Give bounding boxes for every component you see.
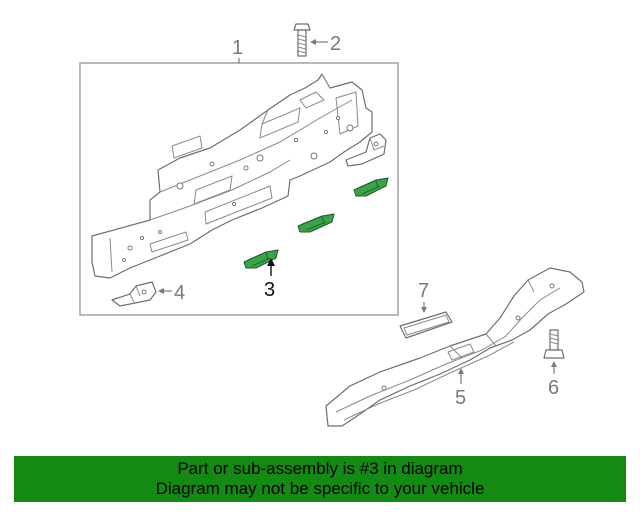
callout-6[interactable]: 6 bbox=[548, 377, 559, 399]
callout-4[interactable]: 4 bbox=[174, 282, 185, 304]
part-3-bracket-b[interactable] bbox=[297, 213, 335, 233]
part-4-bracket[interactable] bbox=[111, 281, 157, 307]
leader-6-arrow bbox=[551, 361, 557, 367]
info-banner: Part or sub-assembly is #3 in diagram Di… bbox=[14, 456, 626, 502]
part-7-pad[interactable] bbox=[399, 311, 453, 339]
leader-2-arrow bbox=[310, 39, 316, 45]
banner-line-1: Part or sub-assembly is #3 in diagram bbox=[177, 459, 463, 478]
side-bracket[interactable] bbox=[345, 133, 387, 167]
part-1-rear-panel[interactable] bbox=[91, 73, 373, 279]
part-2-bolt[interactable] bbox=[293, 23, 311, 57]
part-5-reinforcement[interactable] bbox=[325, 267, 585, 427]
callout-3[interactable]: 3 bbox=[264, 279, 275, 301]
callout-5[interactable]: 5 bbox=[455, 387, 466, 409]
banner-line-2: Diagram may not be specific to your vehi… bbox=[155, 479, 485, 498]
leader-7-arrow bbox=[421, 307, 427, 313]
parts-diagram: 1 2 bbox=[79, 23, 585, 427]
leader-5-arrow bbox=[458, 368, 464, 374]
leader-4-arrow bbox=[158, 288, 164, 294]
leader-3-arrow bbox=[267, 258, 275, 266]
callout-7[interactable]: 7 bbox=[418, 280, 429, 302]
callout-1[interactable]: 1 bbox=[232, 37, 243, 59]
part-3-bracket-a[interactable] bbox=[243, 249, 279, 269]
callout-2[interactable]: 2 bbox=[330, 33, 341, 55]
part-6-bolt[interactable] bbox=[543, 329, 565, 359]
part-3-bracket-c[interactable] bbox=[353, 177, 389, 197]
